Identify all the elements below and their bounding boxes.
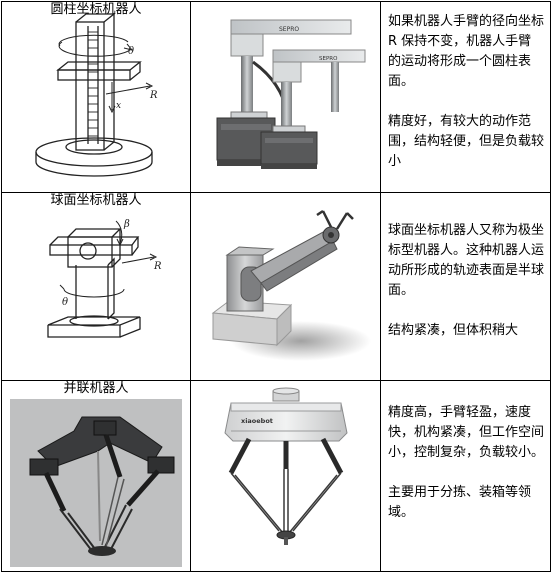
cylindrical-photo-cell: SEPRO SEPRO (190, 1, 381, 193)
cylindrical-diagram-cell: 圆柱坐标机器人 (1, 1, 191, 193)
x-label: x (116, 101, 121, 111)
parallel-robot-photo: xiaoebot (224, 387, 348, 545)
robot-features: 主要用于分拣、装箱等领域。 (388, 485, 532, 520)
r-label: R (153, 261, 162, 272)
robot-brand-label: SEPRO (319, 56, 338, 62)
spherical-robot-diagram: β R θ (47, 219, 162, 338)
robot-description: 如果机器人手臂的径向坐标 R 保持不变，机器人手臂的运动将形成一个圆柱表面。 (388, 14, 545, 89)
cylindrical-robot-diagram: θ R x (35, 13, 158, 177)
spherical-diagram-cell: 球面坐标机器人 (1, 192, 191, 381)
robot-type-title: 圆柱坐标机器人 (50, 2, 142, 18)
robot-features: 精度好，有较大的动作范围，结构轻便，但是负载较小 (388, 114, 545, 169)
table-row: 圆柱坐标机器人 (1, 1, 551, 193)
parallel-diagram-cell: 并联机器人 (1, 380, 191, 572)
cylindrical-robot-photo: SEPRO SEPRO (216, 19, 366, 169)
spherical-description-cell: 球面坐标机器人又称为极坐标型机器人。这种机器人运动所形成的轨迹表面是半球面。 结… (380, 192, 551, 381)
parallel-robot-render (10, 399, 182, 567)
parallel-description-cell: 精度高，手臂轻盈，速度快，机构紧凑，但工作空间小，控制复杂，负载较小。 主要用于… (380, 380, 551, 572)
theta-label: θ (62, 297, 68, 308)
robot-description: 球面坐标机器人又称为极坐标型机器人。这种机器人运动所形成的轨迹表面是半球面。 (388, 223, 545, 298)
spherical-robot-photo (211, 209, 371, 361)
parallel-photo-cell: xiaoebot (190, 380, 381, 572)
robot-brand-label: xiaoebot (241, 417, 273, 425)
cylindrical-description-cell: 如果机器人手臂的径向坐标 R 保持不变，机器人手臂的运动将形成一个圆柱表面。 精… (380, 1, 551, 193)
theta-label: θ (128, 46, 134, 57)
robot-type-title: 并联机器人 (63, 381, 129, 397)
robot-brand-label: SEPRO (279, 26, 299, 33)
r-label: R (149, 90, 158, 101)
robot-description: 精度高，手臂轻盈，速度快，机构紧凑，但工作空间小，控制复杂，负载较小。 (388, 405, 545, 460)
robot-features: 结构紧凑，但体积稍大 (388, 323, 519, 338)
table-row: 并联机器人 (1, 380, 551, 572)
beta-label: β (123, 219, 130, 230)
robot-type-title: 球面坐标机器人 (50, 193, 142, 209)
spherical-photo-cell (190, 192, 381, 381)
table-row: 球面坐标机器人 (1, 192, 551, 381)
